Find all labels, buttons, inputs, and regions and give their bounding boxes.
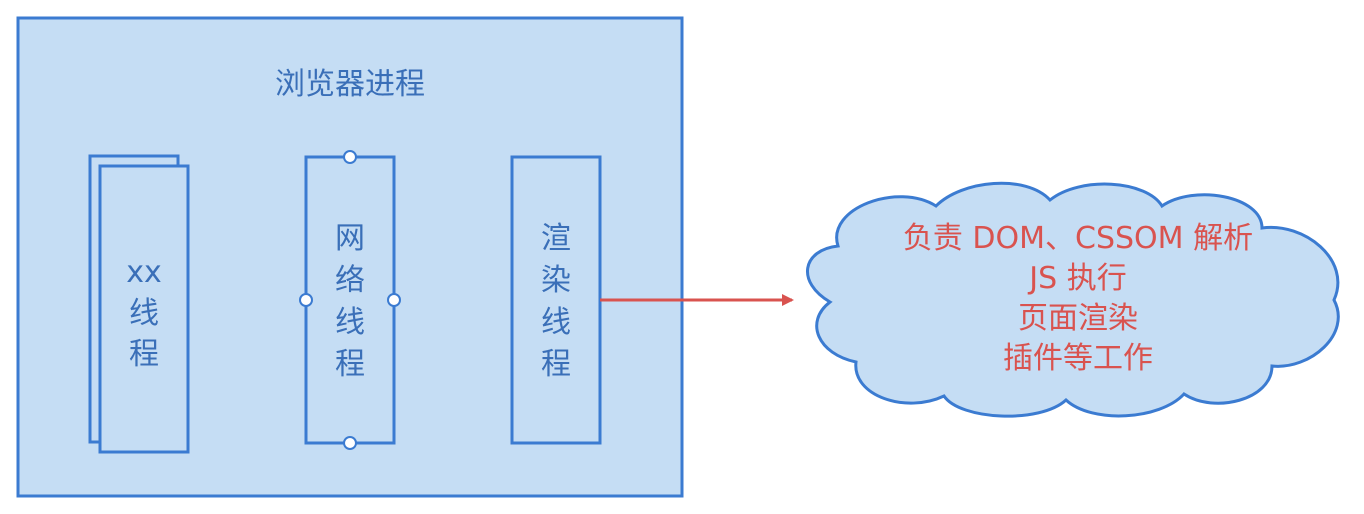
thread-render-label-1: 渲 bbox=[541, 221, 571, 256]
thread-network-label-2: 络 bbox=[335, 263, 365, 298]
thread-network-box bbox=[304, 155, 396, 445]
responsibility-cloud bbox=[806, 181, 1340, 418]
thread-render-label-2: 染 bbox=[541, 263, 571, 298]
handle-right[interactable] bbox=[387, 293, 401, 307]
thread-network-label-3: 线 bbox=[335, 305, 365, 340]
thread-network-label-4: 程 bbox=[335, 347, 365, 382]
thread-render-label-3: 线 bbox=[541, 305, 571, 340]
cloud-line-2: JS 执行 bbox=[1027, 261, 1126, 296]
thread-xx-label-1: xx bbox=[126, 255, 162, 290]
thread-network: 网 络 线 程 bbox=[299, 150, 401, 450]
handle-top[interactable] bbox=[343, 150, 357, 164]
handle-left[interactable] bbox=[299, 293, 313, 307]
cloud-line-4: 插件等工作 bbox=[1003, 341, 1153, 376]
thread-xx-label-2: 线 bbox=[129, 296, 159, 331]
cloud-line-1: 负责 DOM、CSSOM 解析 bbox=[903, 221, 1253, 256]
thread-render-label-4: 程 bbox=[541, 347, 571, 382]
thread-network-label-1: 网 bbox=[335, 221, 365, 256]
cloud-line-3: 页面渲染 bbox=[1018, 301, 1138, 336]
handle-bottom[interactable] bbox=[343, 436, 357, 450]
thread-xx-box bbox=[98, 164, 190, 454]
thread-render-box bbox=[510, 155, 602, 445]
thread-render: 渲 染 线 程 bbox=[510, 155, 602, 445]
thread-xx-label-3: 程 bbox=[129, 337, 159, 372]
process-title: 浏览器进程 bbox=[275, 67, 425, 102]
thread-xx: xx 线 程 bbox=[88, 154, 190, 454]
